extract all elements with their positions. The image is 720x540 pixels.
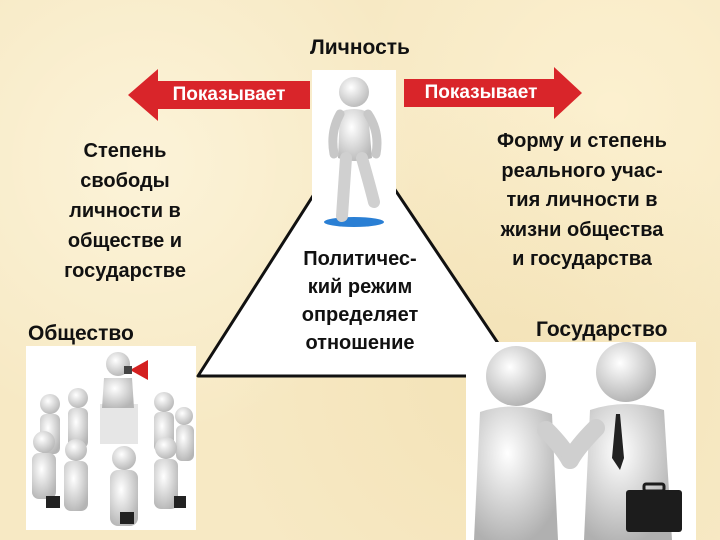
right-arrow: Показывает (404, 67, 582, 119)
personality-figure (312, 70, 396, 230)
arrow-right-icon (404, 67, 582, 119)
crowd-megaphone-icon (32, 352, 194, 526)
left-arrow-label: Показывает (172, 84, 286, 105)
state-figure (466, 342, 696, 540)
right-arrow-label: Показывает (424, 82, 538, 103)
state-label: Государство (536, 318, 668, 341)
left-description: Степень свободы личности в обществе и го… (64, 140, 186, 282)
personality-label: Личность (310, 36, 410, 59)
arrow-left-icon (128, 69, 310, 121)
walking-person-icon (324, 77, 384, 227)
handshake-icon (474, 342, 682, 540)
center-statement: Политичес- кий режим определяет отношени… (301, 248, 419, 354)
left-arrow: Показывает (128, 69, 310, 121)
society-figure (26, 346, 196, 530)
right-description: Форму и степень реального учас- тия личн… (497, 130, 667, 270)
society-label: Общество (28, 322, 134, 345)
